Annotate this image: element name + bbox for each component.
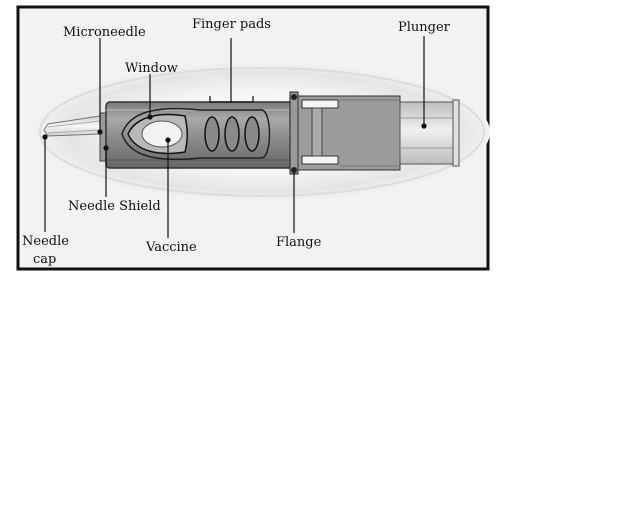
barrel-rear bbox=[297, 95, 401, 171]
label-needle-shield: Needle Shield bbox=[68, 199, 161, 214]
label-needle: Needle bbox=[22, 234, 69, 249]
vaccine-reservoir bbox=[141, 120, 183, 148]
label-vaccine: Vaccine bbox=[145, 240, 197, 255]
label-plunger: Plunger bbox=[398, 20, 451, 35]
finger-pads bbox=[204, 116, 260, 152]
halo-ring bbox=[39, 67, 485, 197]
leader-lines bbox=[42, 36, 427, 238]
flange bbox=[289, 91, 299, 175]
plunger bbox=[399, 99, 460, 167]
label-microneedle: Microneedle bbox=[63, 25, 146, 40]
label-finger-pads: Finger pads bbox=[192, 17, 271, 32]
label-flange: Flange bbox=[276, 235, 322, 250]
label-window: Window bbox=[125, 61, 178, 76]
needle-cap bbox=[43, 115, 101, 137]
label-cap: cap bbox=[33, 252, 56, 267]
